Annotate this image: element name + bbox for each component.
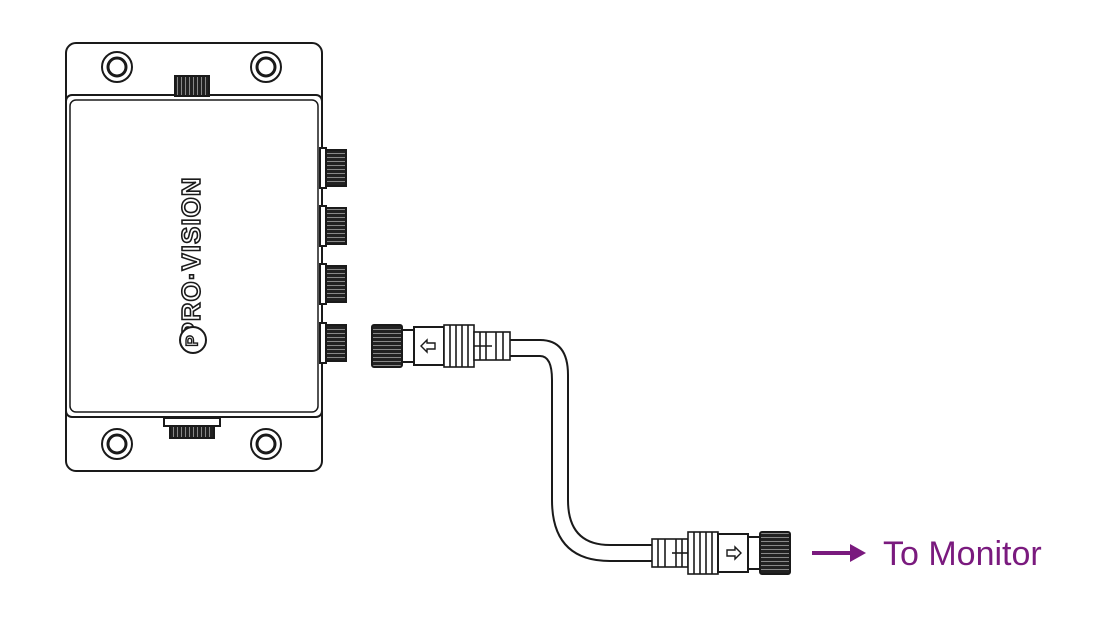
screw-bottom-left — [101, 428, 133, 460]
pointer-arrow-icon — [812, 544, 866, 562]
connector-b-grip — [687, 531, 719, 575]
side-port-1 — [319, 147, 347, 189]
device-lid — [69, 99, 319, 413]
brand-logo-mark: P — [179, 326, 207, 354]
connector-a-grip — [443, 324, 475, 368]
top-port — [174, 75, 210, 97]
bottom-port — [163, 417, 221, 427]
cable — [510, 339, 655, 562]
connector-a-nut — [371, 324, 403, 368]
brand-logo-mark-letter: P — [182, 335, 201, 346]
connector-a-strain-relief — [473, 331, 511, 361]
brand-logo-text: PRO·VISION — [176, 176, 206, 339]
side-port-3 — [319, 263, 347, 305]
connector-b-strain-relief — [651, 538, 689, 568]
connector-hub-side — [371, 324, 511, 368]
screw-bottom-right — [250, 428, 282, 460]
side-port-2 — [319, 205, 347, 247]
bottom-port-thread — [169, 425, 215, 439]
connector-monitor-side — [651, 531, 791, 575]
screw-top-left — [101, 51, 133, 83]
screw-top-right — [250, 51, 282, 83]
to-monitor-label: To Monitor — [883, 535, 1042, 573]
connector-b-nut — [759, 531, 791, 575]
hub-device — [65, 42, 347, 472]
brand-logo: PRO·VISION — [175, 176, 207, 341]
arrow-right-icon — [726, 545, 742, 561]
side-port-4 — [319, 322, 347, 364]
arrow-left-icon — [420, 338, 436, 354]
